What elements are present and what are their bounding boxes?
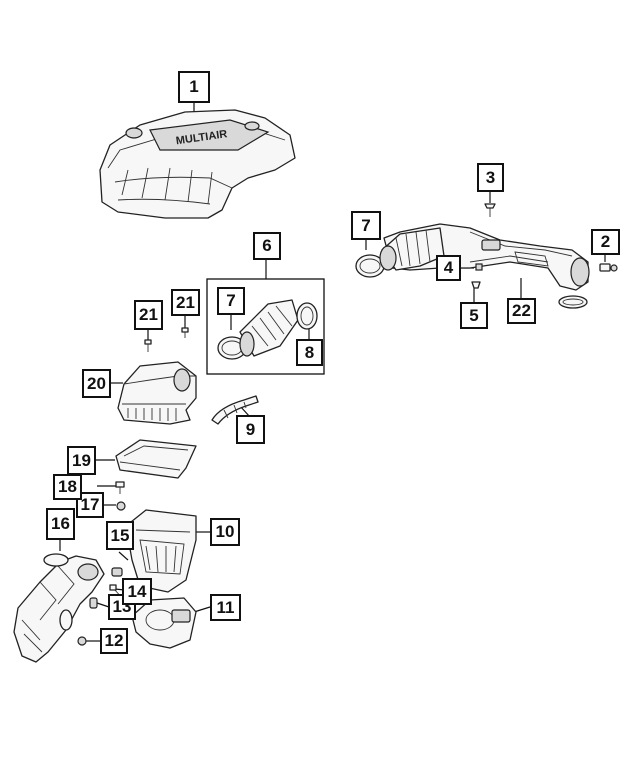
throttle-adapter [131,597,197,649]
nut-part-12 [77,636,87,646]
hose-clamp-lower-right [558,295,588,309]
nut-part-17 [116,501,126,511]
callout-9: 9 [236,415,265,444]
callout-5: 5 [460,302,488,329]
hose-clamp-lower-left [59,609,73,631]
vent-hose [211,395,259,425]
callout-22: 22 [507,298,536,324]
clip-part-4 [475,263,483,271]
air-cleaner-housing [111,509,197,593]
callout-11: 11 [210,594,241,621]
callout-4: 4 [436,255,461,281]
callout-18: 18 [53,474,82,500]
callout-16: 16 [46,508,75,540]
screw-part-18 [115,481,125,494]
callout-2: 2 [591,229,620,255]
duct-bellows [379,227,445,271]
coupler-hose [239,299,299,357]
hose-clamp-kit-right [296,302,318,330]
screw-part-21-left [144,339,152,352]
air-filter [115,439,197,479]
callout-21-left: 21 [134,300,163,330]
callout-7-upper: 7 [351,211,381,240]
callout-6: 6 [253,232,281,260]
kit-group-box [206,278,325,375]
clip-part-5 [471,281,481,289]
sensor-part-2 [599,263,618,272]
callout-19: 19 [67,446,96,475]
intake-resonator [13,553,105,663]
callout-7-kit: 7 [217,287,245,315]
engine-cover: MULTIAIR [99,109,296,219]
screw-part-3 [484,203,496,217]
callout-20: 20 [82,369,111,398]
callout-14: 14 [122,578,152,605]
callout-21-right: 21 [171,289,200,316]
callout-3: 3 [477,163,504,192]
callout-12: 12 [100,628,128,654]
callout-15: 15 [106,521,134,550]
screw-part-21-right [181,327,189,338]
callout-10: 10 [210,518,240,546]
callout-8: 8 [296,339,323,366]
grommet-part-13 [89,597,98,609]
callout-1: 1 [178,71,210,103]
air-cleaner-cover [117,361,197,425]
hose-clamp-upper [355,254,385,278]
